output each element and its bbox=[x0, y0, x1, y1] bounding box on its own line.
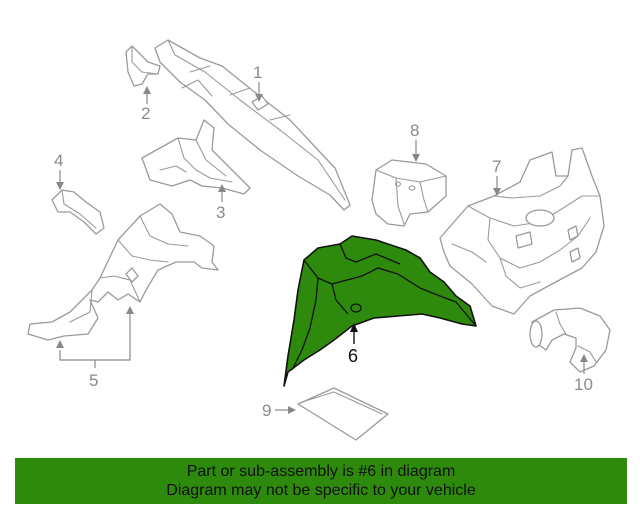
callout-6: 6 bbox=[348, 323, 358, 366]
banner-line-part: Part or sub-assembly is #6 in diagram bbox=[186, 463, 456, 480]
banner-line-disclaimer: Diagram may not be specific to your vehi… bbox=[166, 482, 476, 499]
svg-text:4: 4 bbox=[54, 151, 63, 170]
part-6-highlighted-panel[interactable] bbox=[283, 235, 477, 387]
svg-text:6: 6 bbox=[348, 346, 358, 366]
svg-text:5: 5 bbox=[89, 371, 98, 390]
part-5-lower-panel[interactable] bbox=[27, 203, 219, 341]
svg-text:7: 7 bbox=[492, 157, 501, 176]
callout-1: 1 bbox=[253, 63, 263, 102]
callout-4: 4 bbox=[54, 151, 64, 190]
part-4-curved-piece[interactable] bbox=[51, 189, 105, 235]
svg-text:2: 2 bbox=[141, 104, 150, 123]
callout-3: 3 bbox=[216, 184, 226, 222]
svg-text:3: 3 bbox=[216, 203, 225, 222]
part-9-flat-plate[interactable] bbox=[297, 387, 389, 441]
svg-text:9: 9 bbox=[262, 401, 271, 420]
svg-text:8: 8 bbox=[410, 121, 419, 140]
parts-diagram: 1 2 3 4 5 6 7 8 9 bbox=[27, 39, 611, 441]
callout-5: 5 bbox=[56, 306, 134, 390]
part-3-side-bracket[interactable] bbox=[141, 119, 251, 195]
part-2-bracket[interactable] bbox=[125, 45, 161, 87]
callout-9: 9 bbox=[262, 401, 296, 420]
callout-7: 7 bbox=[492, 157, 501, 196]
part-10-elbow-duct[interactable] bbox=[529, 307, 611, 373]
part-8-box-bracket[interactable] bbox=[371, 159, 447, 227]
callout-10: 10 bbox=[574, 354, 593, 394]
info-banner: Part or sub-assembly is #6 in diagram Di… bbox=[15, 458, 627, 504]
callout-8: 8 bbox=[410, 121, 420, 162]
part-1-dash-bar[interactable] bbox=[154, 39, 351, 211]
svg-text:1: 1 bbox=[253, 63, 262, 82]
svg-text:10: 10 bbox=[574, 375, 593, 394]
part-7-front-structure[interactable] bbox=[439, 147, 605, 315]
callout-2: 2 bbox=[141, 86, 151, 123]
